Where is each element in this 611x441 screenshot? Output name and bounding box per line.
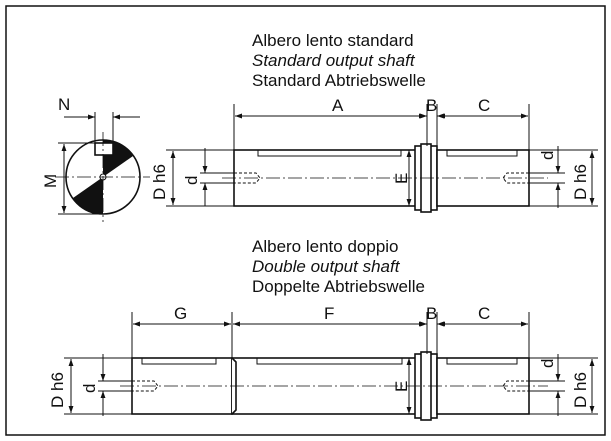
top-title-italian: Albero lento standard — [252, 31, 414, 50]
bottom-title-english: Double output shaft — [252, 257, 401, 276]
dim-d-right-label-bottom: d — [538, 359, 557, 368]
dim-a-label: A — [332, 96, 344, 115]
dim-e-label: E — [392, 173, 411, 184]
dim-b-label: B — [426, 96, 437, 115]
dim-g-label: G — [174, 304, 187, 323]
dim-d-left-label: d — [182, 176, 201, 185]
dim-e-label-bottom: E — [392, 381, 411, 392]
dim-b-label-bottom: B — [426, 304, 437, 323]
dim-c-label: C — [478, 96, 490, 115]
dim-dh6-right-label: D h6 — [571, 164, 590, 200]
drawing-border — [5, 5, 606, 436]
bottom-title-block: Albero lento doppio Double output shaft … — [252, 237, 425, 296]
dim-c-label-bottom: C — [478, 304, 490, 323]
dim-dh6-right-label-bottom: D h6 — [571, 372, 590, 408]
dim-dh6-left-label: D h6 — [150, 164, 169, 200]
top-title-block: Albero lento standard Standard output sh… — [252, 31, 426, 90]
dim-d-left-label-bottom: d — [80, 384, 99, 393]
bottom-title-italian: Albero lento doppio — [252, 237, 399, 256]
bottom-title-german: Doppelte Abtriebswelle — [252, 277, 425, 296]
top-title-english: Standard output shaft — [252, 51, 416, 70]
top-title-german: Standard Abtriebswelle — [252, 71, 426, 90]
shaft-cross-section: N M — [41, 95, 150, 222]
dim-f-label: F — [324, 304, 334, 323]
double-output-shaft: G F B C D h6 d E d D h6 — [48, 304, 598, 421]
dim-d-right-label: d — [538, 151, 557, 160]
dim-n-label: N — [58, 95, 70, 114]
standard-output-shaft: A B C D h6 d E d D h6 — [150, 96, 598, 213]
dim-m-label: M — [41, 174, 60, 188]
dim-dh6-left-label-bottom: D h6 — [48, 372, 67, 408]
